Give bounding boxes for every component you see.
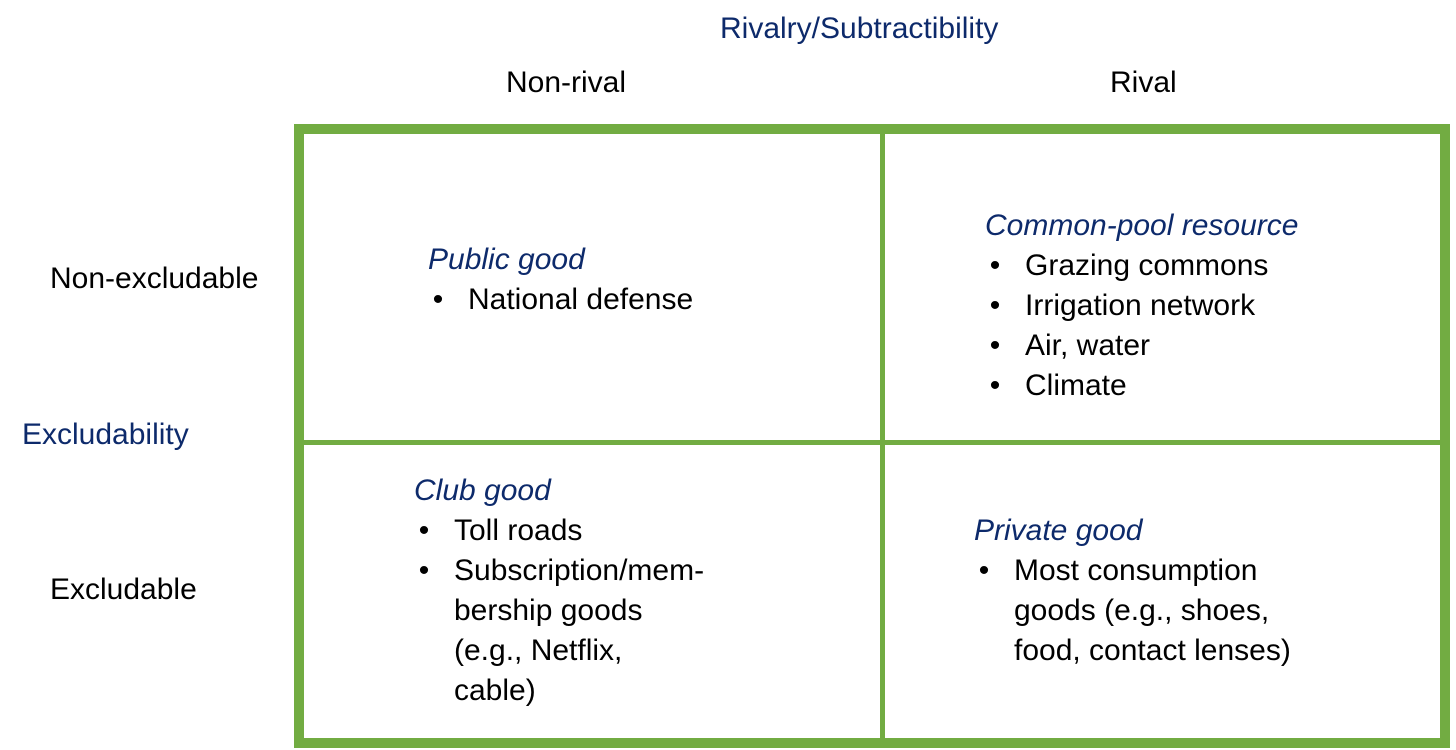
cell-public-good: Public good • National defense bbox=[428, 240, 693, 320]
goods-matrix bbox=[294, 124, 1450, 748]
list-item: • Grazing commons bbox=[985, 246, 1298, 286]
list-item: • National defense bbox=[428, 280, 693, 320]
grid-vertical-divider bbox=[880, 134, 885, 738]
cell-title-common-pool-resource: Common-pool resource bbox=[985, 209, 1299, 242]
bullet-icon: • bbox=[989, 249, 1001, 282]
public-good-list: • National defense bbox=[428, 280, 693, 320]
cell-common-pool-resource: Common-pool resource • Grazing commons •… bbox=[985, 206, 1298, 406]
list-item-text: Climate bbox=[1025, 369, 1127, 402]
cell-title-club-good: Club good bbox=[414, 474, 551, 507]
cell-club-good: Club good • Toll roads • Subscription/me… bbox=[414, 471, 704, 711]
club-good-list: • Toll roads • Subscription/mem- bership… bbox=[414, 511, 704, 711]
list-item-text-line: (e.g., Netflix, bbox=[454, 634, 623, 667]
list-item: • Air, water bbox=[985, 326, 1298, 366]
common-pool-list: • Grazing commons • Irrigation network •… bbox=[985, 246, 1298, 406]
list-item: • Climate bbox=[985, 366, 1298, 406]
bullet-icon: • bbox=[989, 329, 1001, 362]
bullet-icon: • bbox=[978, 554, 990, 587]
list-item: • Subscription/mem- bership goods (e.g.,… bbox=[414, 551, 704, 711]
bullet-icon: • bbox=[418, 514, 430, 547]
list-item-text-line: Subscription/mem- bbox=[454, 554, 705, 587]
grid-horizontal-divider bbox=[304, 440, 1440, 445]
list-item-text: Grazing commons bbox=[1025, 249, 1269, 282]
column-header-rival: Rival bbox=[1110, 66, 1177, 99]
cell-private-good: Private good • Most consumption goods (e… bbox=[974, 511, 1291, 671]
list-item-text: Air, water bbox=[1025, 329, 1151, 362]
list-item-text: Irrigation network bbox=[1025, 289, 1256, 322]
row-header-non-excludable: Non-excludable bbox=[50, 262, 259, 295]
excludability-axis-title: Excludability bbox=[22, 418, 189, 451]
column-header-non-rival: Non-rival bbox=[506, 66, 627, 99]
bullet-icon: • bbox=[432, 283, 444, 316]
private-good-list: • Most consumption goods (e.g., shoes, f… bbox=[974, 551, 1291, 671]
rivalry-axis-title: Rivalry/Subtractibility bbox=[720, 12, 999, 45]
cell-title-private-good: Private good bbox=[974, 514, 1143, 547]
list-item-text-line: bership goods bbox=[454, 594, 643, 627]
cell-title-public-good: Public good bbox=[428, 243, 585, 276]
list-item-text: Toll roads bbox=[454, 514, 583, 547]
bullet-icon: • bbox=[989, 369, 1001, 402]
list-item: • Irrigation network bbox=[985, 286, 1298, 326]
list-item-text-line: cable) bbox=[454, 674, 536, 707]
bullet-icon: • bbox=[989, 289, 1001, 322]
list-item-text-line: food, contact lenses) bbox=[1014, 634, 1291, 667]
list-item-text: National defense bbox=[468, 283, 694, 316]
list-item-text-line: Most consumption bbox=[1014, 554, 1258, 587]
bullet-icon: • bbox=[418, 554, 430, 587]
row-header-excludable: Excludable bbox=[50, 573, 197, 606]
list-item: • Toll roads bbox=[414, 511, 704, 551]
list-item: • Most consumption goods (e.g., shoes, f… bbox=[974, 551, 1291, 671]
list-item-text-line: goods (e.g., shoes, bbox=[1014, 594, 1270, 627]
